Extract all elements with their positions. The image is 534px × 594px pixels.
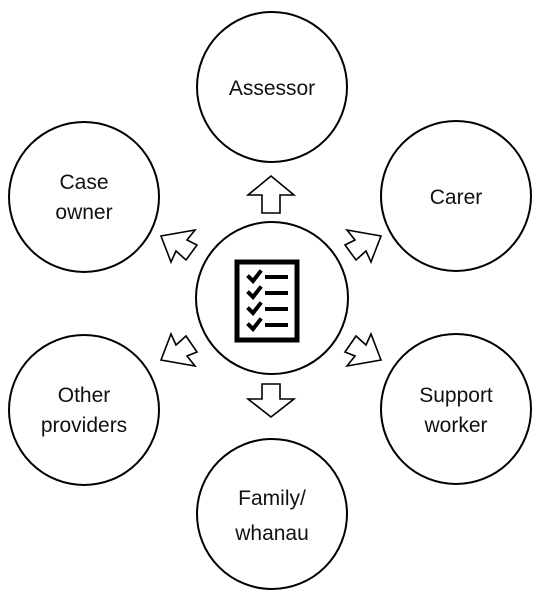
node-label: whanau — [234, 522, 309, 545]
node-label: Support — [419, 384, 493, 407]
node-label: providers — [41, 414, 127, 437]
node-support-worker: Support worker — [380, 333, 532, 485]
node-family-whanau: Family/ whanau — [196, 438, 348, 590]
arrows — [159, 174, 383, 419]
node-case-owner: Case owner — [8, 121, 160, 273]
node-carer: Carer — [380, 120, 532, 272]
arrow-upper-left-icon — [159, 228, 199, 265]
arrow-lower-left-icon — [159, 331, 199, 368]
center-circle — [195, 221, 349, 375]
node-label: worker — [423, 414, 487, 437]
arrow-up-icon — [245, 174, 297, 214]
arrow-down-icon — [245, 383, 297, 419]
node-label: Other — [58, 384, 111, 407]
checklist-icon — [234, 259, 300, 343]
node-label: Family/ — [238, 487, 306, 510]
node-label: Case — [59, 171, 108, 194]
center-node — [195, 221, 349, 375]
arrow-lower-right-icon — [343, 331, 383, 368]
node-label: Carer — [430, 186, 483, 209]
arrow-upper-right-icon — [343, 228, 383, 265]
node-assessor: Assessor — [196, 11, 348, 163]
node-label: owner — [55, 201, 112, 224]
node-other-providers: Other providers — [8, 334, 160, 486]
node-label: Assessor — [229, 77, 315, 100]
